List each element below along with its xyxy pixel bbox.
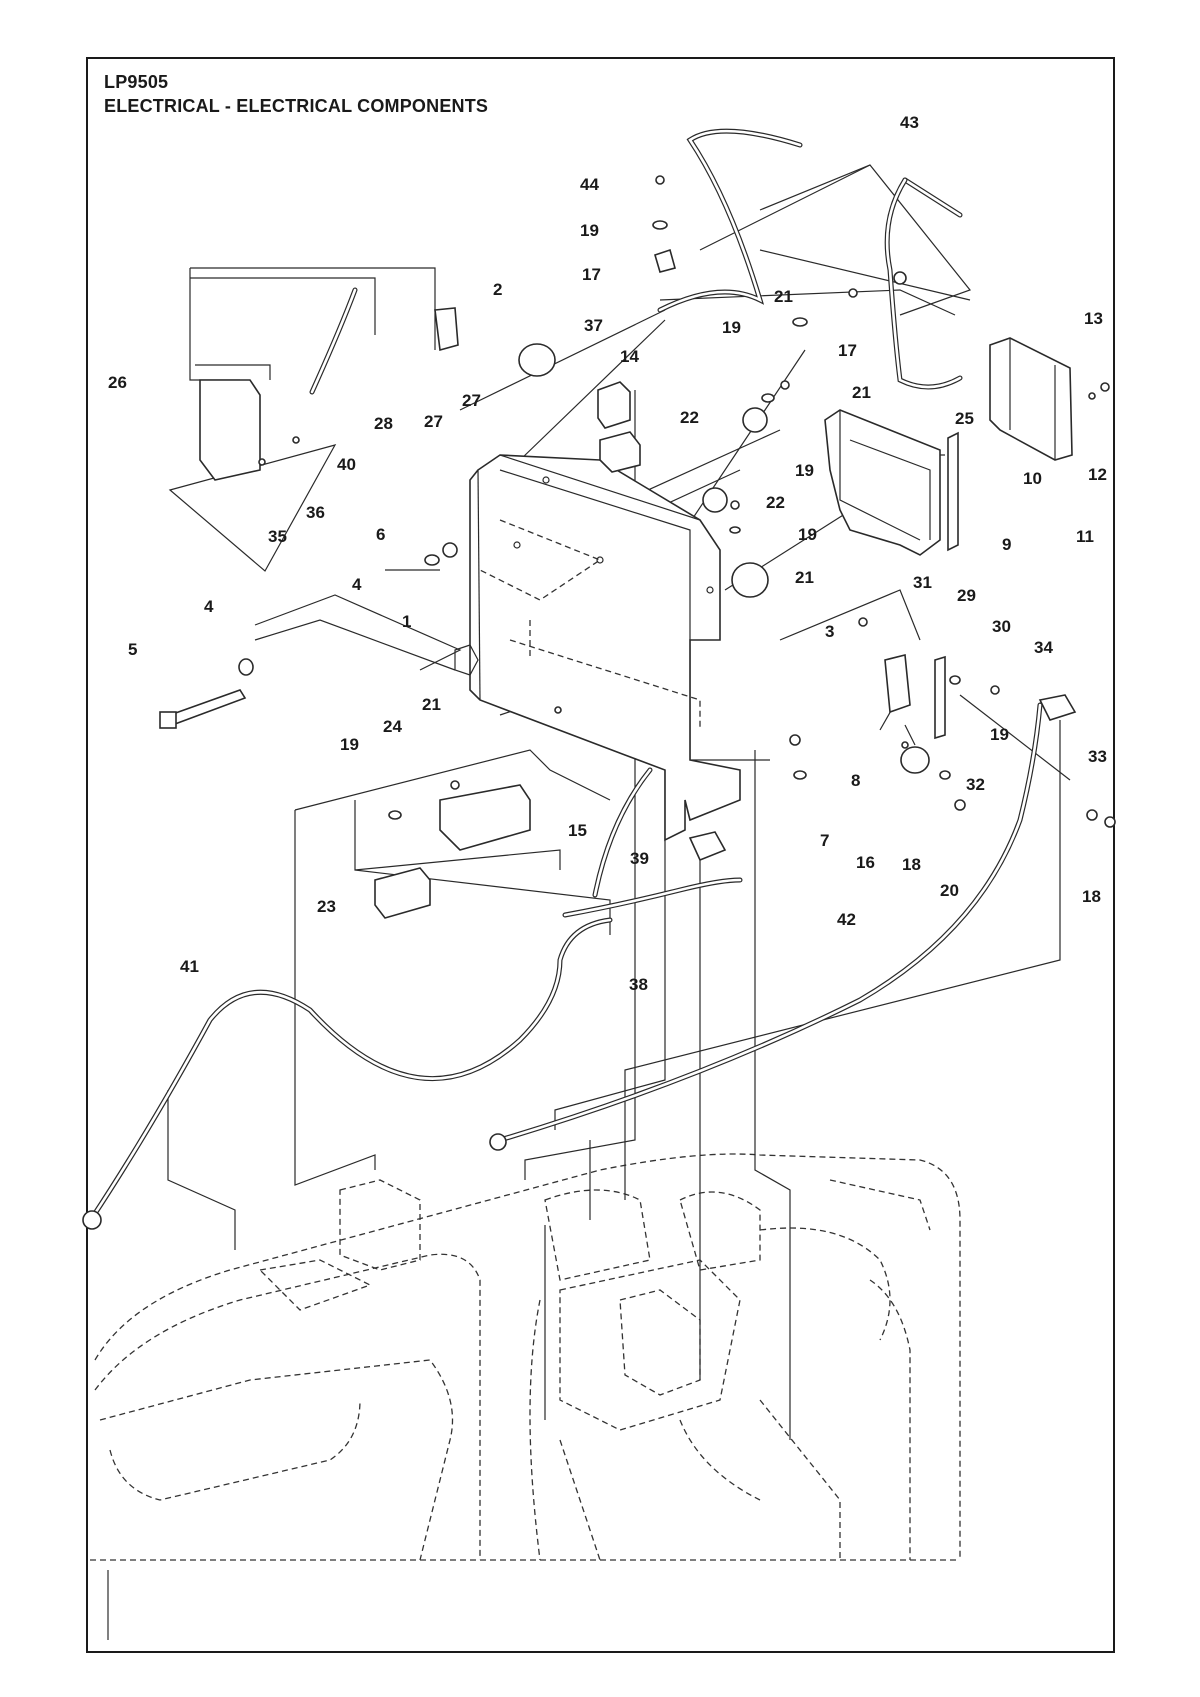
model-code: LP9505 [104, 72, 169, 92]
callout-37: 37 [584, 316, 603, 335]
callout-11: 11 [1076, 527, 1094, 546]
cable-40 [309, 287, 358, 395]
callout-17a: 17 [582, 265, 601, 284]
callout-39: 39 [630, 849, 649, 868]
cable-39 [592, 767, 653, 898]
callout-20: 20 [940, 881, 959, 900]
callout-19f: 19 [990, 725, 1009, 744]
callout-4a: 4 [352, 575, 362, 594]
callout-22a: 22 [680, 408, 699, 427]
callout-32: 32 [966, 775, 985, 794]
callout-26: 26 [108, 373, 127, 392]
callout-19d: 19 [798, 525, 817, 544]
callout-22b: 22 [766, 493, 785, 512]
callout-38: 38 [629, 975, 648, 994]
callout-29: 29 [957, 586, 976, 605]
callout-21c: 21 [795, 568, 814, 587]
callout-18a: 18 [902, 855, 921, 874]
callout-2: 2 [493, 280, 502, 299]
control-module-9 [824, 409, 941, 556]
callout-40: 40 [337, 455, 356, 474]
grommet-16 [900, 746, 930, 774]
callout-6: 6 [376, 525, 385, 544]
callout-9: 9 [1002, 535, 1011, 554]
bracket-29-30 [884, 653, 946, 740]
callout-30: 30 [992, 617, 1011, 636]
callout-19b: 19 [722, 318, 741, 337]
callout-18b: 18 [1082, 887, 1101, 906]
callout-25: 25 [955, 409, 974, 428]
callout-41: 41 [180, 957, 199, 976]
callout-27a: 27 [462, 391, 481, 410]
callout-43: 43 [900, 113, 919, 132]
callout-19e: 19 [340, 735, 359, 754]
terminal-block-26 [199, 307, 459, 481]
callout-4b: 4 [204, 597, 214, 616]
callout-labels: 1 2 3 4 4 5 6 7 8 9 10 11 12 13 14 15 16… [108, 113, 1107, 994]
callout-5: 5 [128, 640, 137, 659]
callout-35: 35 [268, 527, 287, 546]
callout-19a: 19 [580, 221, 599, 240]
callout-44: 44 [580, 175, 599, 194]
callout-28: 28 [374, 414, 393, 433]
callout-31: 31 [913, 573, 932, 592]
diagram-title: ELECTRICAL - ELECTRICAL COMPONENTS [104, 96, 489, 116]
callout-10: 10 [1023, 469, 1042, 488]
small-hardware [238, 175, 1116, 828]
bolt-5 [159, 689, 247, 729]
callout-27b: 27 [424, 412, 443, 431]
callout-23: 23 [317, 897, 336, 916]
cover-cap-3 [731, 562, 769, 598]
drawing-frame [86, 57, 1115, 1653]
callout-3: 3 [825, 622, 834, 641]
callout-8: 8 [851, 771, 860, 790]
main-mounting-bracket [454, 454, 741, 842]
fuse-holder-23-24 [374, 784, 531, 919]
callout-17b: 17 [838, 341, 857, 360]
callout-36: 36 [306, 503, 325, 522]
diagram-heading: LP9505 ELECTRICAL - ELECTRICAL COMPONENT… [104, 70, 488, 118]
cable-42 [489, 702, 1043, 1151]
cable-38 [562, 877, 743, 918]
callout-21a: 21 [774, 287, 793, 306]
callout-19c: 19 [795, 461, 814, 480]
grommet-22 [702, 407, 768, 513]
callout-21b: 21 [852, 383, 871, 402]
callout-33: 33 [1088, 747, 1107, 766]
sensor-cable-43 [657, 128, 963, 313]
callout-7: 7 [820, 831, 829, 850]
sensor-cable-25 [884, 177, 963, 390]
callout-42: 42 [837, 910, 856, 929]
callout-13: 13 [1084, 309, 1103, 328]
callout-12: 12 [1088, 465, 1107, 484]
cable-41 [82, 917, 613, 1230]
relay-37 [597, 381, 641, 473]
cover-cap-2 [518, 343, 556, 377]
callout-34: 34 [1034, 638, 1053, 657]
battery-terminal-clamps [688, 694, 1077, 862]
callout-1: 1 [402, 612, 411, 631]
callout-21d: 21 [422, 695, 441, 714]
mounting-strip-10 [947, 431, 959, 552]
machine-base-outline [90, 1153, 961, 1561]
callout-16: 16 [856, 853, 875, 872]
callout-24: 24 [383, 717, 402, 736]
callout-15: 15 [568, 821, 587, 840]
control-module-11 [989, 337, 1073, 461]
callout-14: 14 [620, 347, 639, 366]
